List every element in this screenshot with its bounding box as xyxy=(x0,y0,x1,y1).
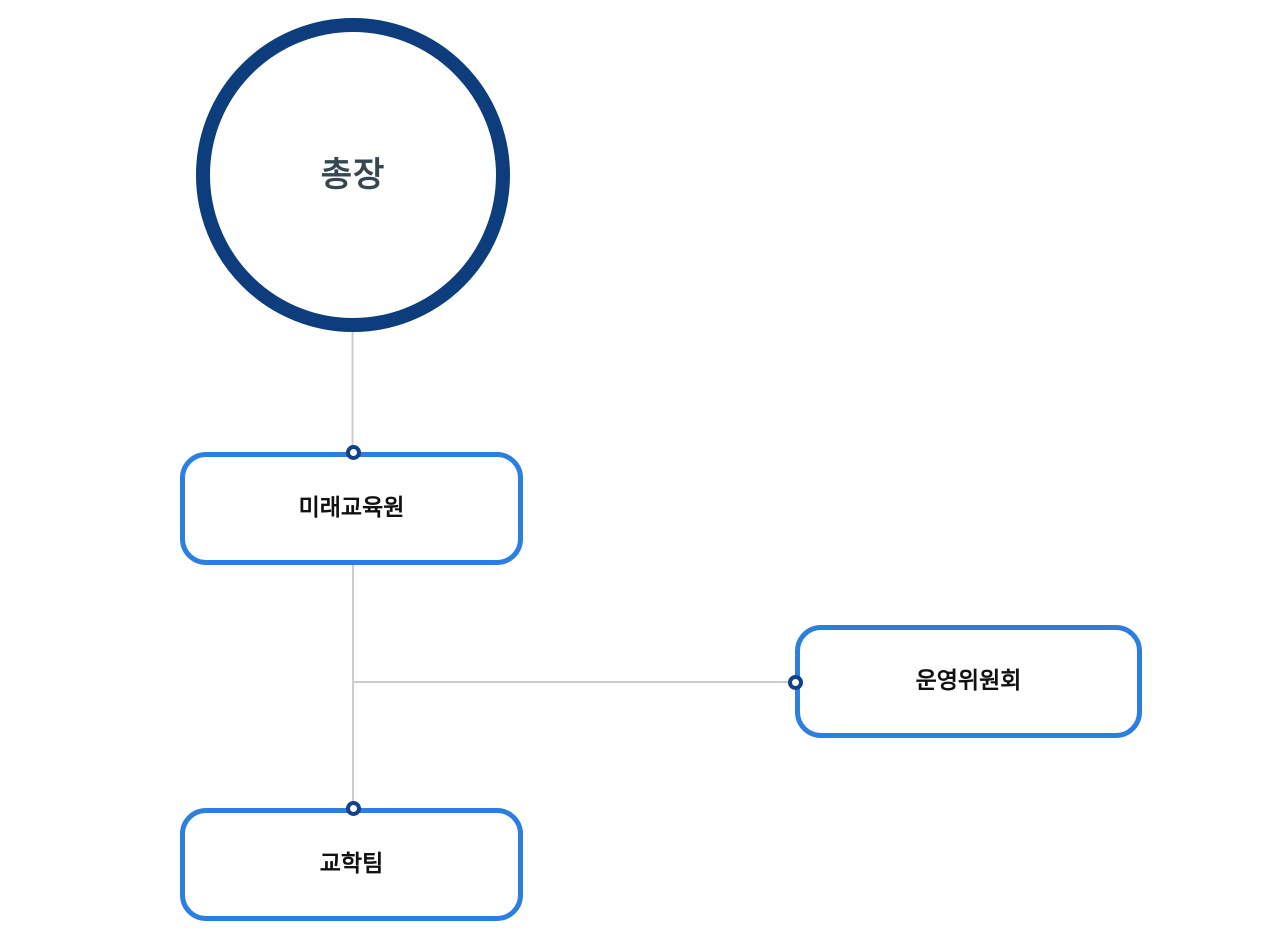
connector-port-institute-top[interactable] xyxy=(345,444,361,460)
edge-institute-to-committee xyxy=(352,565,793,683)
org-node-academic-affairs-team[interactable]: 교학팀 xyxy=(180,808,523,921)
org-node-steering-committee[interactable]: 운영위원회 xyxy=(795,625,1142,738)
org-node-root-president[interactable]: 총장 xyxy=(196,18,510,332)
org-node-committee-label: 운영위원회 xyxy=(915,668,1022,694)
org-node-academic-team-label: 교학팀 xyxy=(319,851,384,877)
org-node-future-education-institute[interactable]: 미래교육원 xyxy=(180,452,523,565)
org-node-root-label: 총장 xyxy=(320,155,386,195)
connector-port-committee-left[interactable] xyxy=(787,674,803,690)
org-node-institute-label: 미래교육원 xyxy=(298,495,405,521)
connector-port-academic-team-top[interactable] xyxy=(345,800,361,816)
